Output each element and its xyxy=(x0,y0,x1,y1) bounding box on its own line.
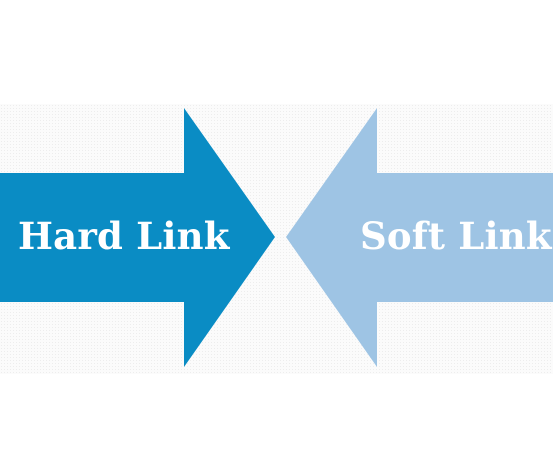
soft-link-arrow xyxy=(286,108,553,367)
hard-link-label: Hard Link xyxy=(18,214,230,258)
hard-link-arrow xyxy=(0,108,275,367)
soft-link-label: Soft Link xyxy=(360,214,552,258)
